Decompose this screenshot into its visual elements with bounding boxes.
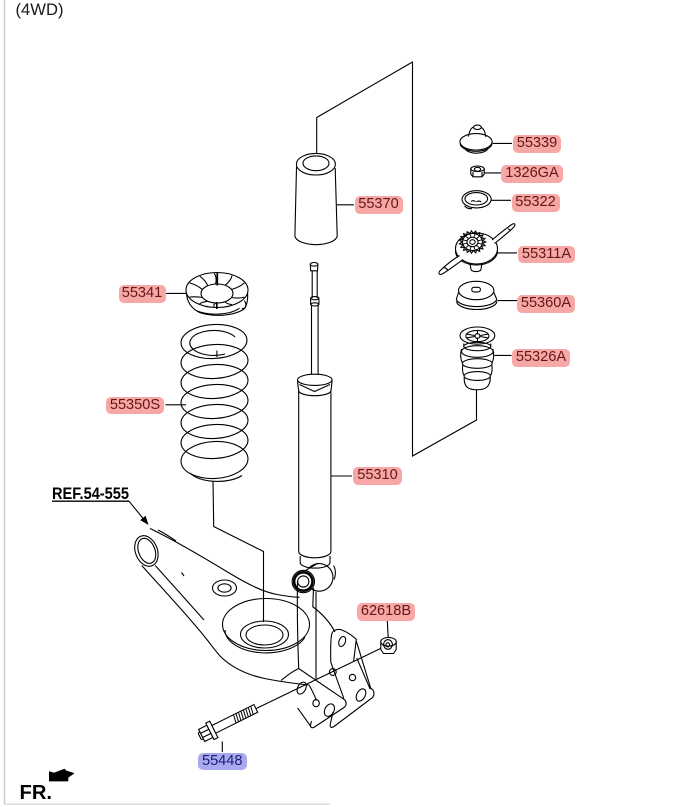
svg-text:FR.: FR. xyxy=(20,781,53,804)
svg-text:REF.54-555: REF.54-555 xyxy=(52,485,129,503)
svg-text:(4WD): (4WD) xyxy=(16,1,64,19)
